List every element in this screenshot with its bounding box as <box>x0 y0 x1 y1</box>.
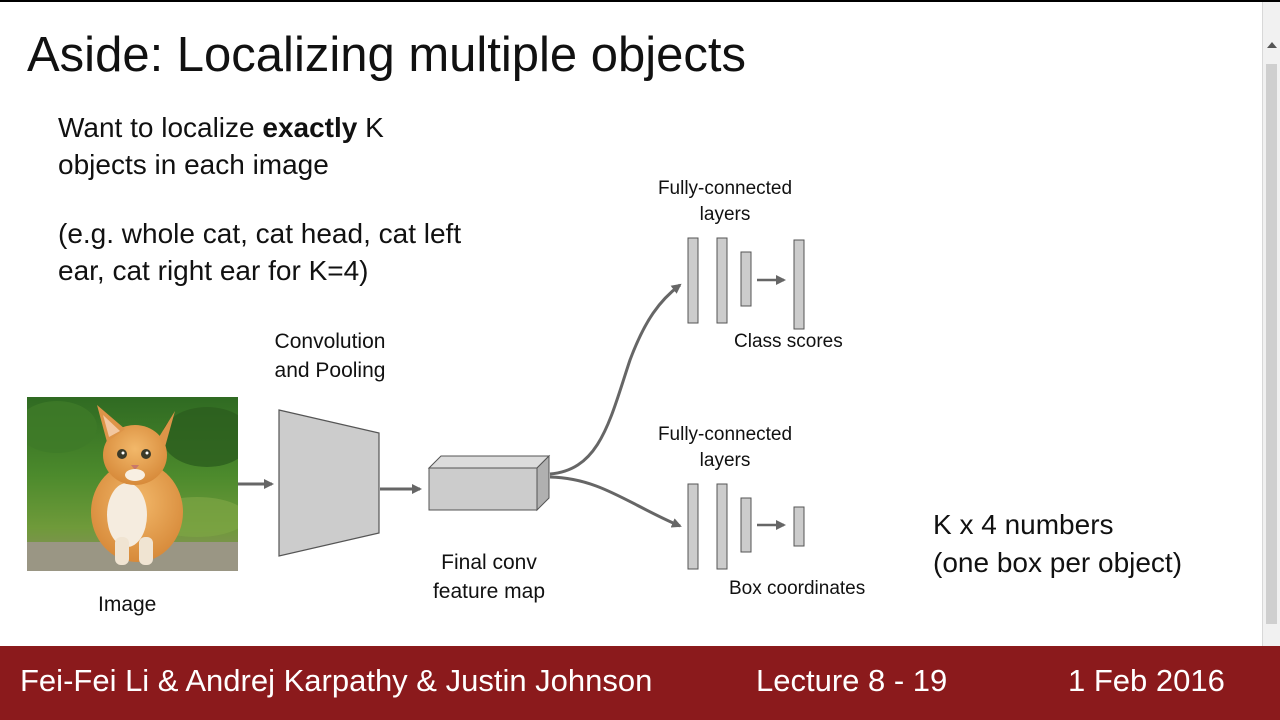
feature-label-line1: Final conv <box>441 551 537 574</box>
fc-layers-class <box>687 237 805 330</box>
fc-bottom-line1: Fully-connected <box>657 424 793 445</box>
footer-lecture: Lecture 8 - 19 <box>756 663 948 698</box>
fc-label-top: Fully-connected layers <box>648 176 802 228</box>
footer-authors: Fei-Fei Li & Andrej Karpathy & Justin Jo… <box>20 663 653 698</box>
bullet-text-bold: exactly <box>262 112 358 143</box>
k-numbers-note: K x 4 numbers (one box per object) <box>933 506 1182 582</box>
conv-pooling-block <box>278 409 380 557</box>
k-note-line2: (one box per object) <box>933 547 1183 578</box>
vertical-scrollbar[interactable] <box>1262 2 1280 646</box>
footer-date: 1 Feb 2016 <box>1068 663 1225 698</box>
slide-footer: Fei-Fei Li & Andrej Karpathy & Justin Jo… <box>0 646 1280 720</box>
bullet-exactly-k: Want to localize exactly K objects in ea… <box>58 109 478 183</box>
class-scores-label: Class scores <box>734 331 843 352</box>
fc-bottom-line2: layers <box>699 450 751 471</box>
cat-image <box>27 397 238 571</box>
feature-map-label: Final conv feature map <box>420 548 558 606</box>
scroll-up-icon[interactable] <box>1267 42 1277 48</box>
conv-label-line2: and Pooling <box>274 359 386 382</box>
arrow-to-box-branch <box>549 475 682 528</box>
feature-map-block <box>427 454 551 512</box>
bullet-example: (e.g. whole cat, cat head, cat left ear,… <box>58 218 462 286</box>
bullet-text-start: Want to localize <box>58 112 263 143</box>
feature-label-line2: feature map <box>432 580 546 603</box>
fc-top-line2: layers <box>699 204 751 225</box>
image-label: Image <box>98 593 157 616</box>
conv-label: Convolution and Pooling <box>262 327 398 385</box>
conv-label-line1: Convolution <box>274 330 386 353</box>
fc-label-bottom: Fully-connected layers <box>648 422 802 474</box>
bullet-text-end: K objects in each image <box>58 112 384 180</box>
slide-title: Aside: Localizing multiple objects <box>27 28 747 82</box>
k-note-line1: K x 4 numbers <box>933 509 1114 540</box>
fc-top-line1: Fully-connected <box>657 178 793 199</box>
fc-layers-box <box>687 483 805 570</box>
top-border <box>0 0 1280 2</box>
box-coordinates-label: Box coordinates <box>729 578 866 599</box>
scrollbar-thumb[interactable] <box>1266 64 1277 624</box>
